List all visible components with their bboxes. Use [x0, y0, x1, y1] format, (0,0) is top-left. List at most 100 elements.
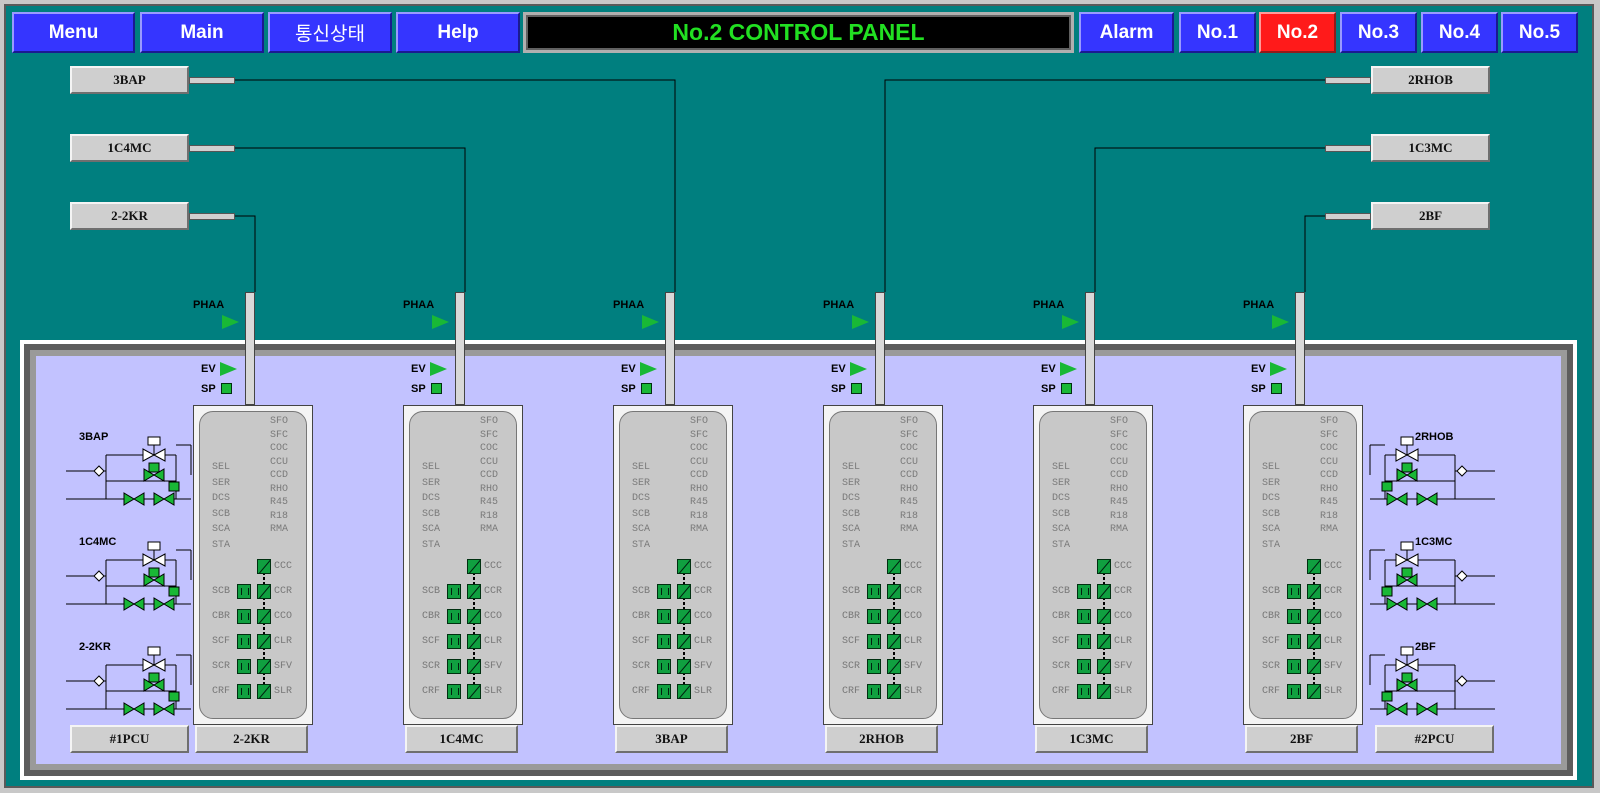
- stub: [189, 213, 235, 220]
- code-label: CCR: [1324, 586, 1343, 597]
- contact-indicator: [447, 684, 461, 699]
- code-label: SCB: [632, 586, 651, 597]
- sp-indicator-icon: [431, 383, 442, 394]
- unit-label-2bf[interactable]: 2BF: [1245, 725, 1358, 753]
- contact-indicator: [1287, 659, 1301, 674]
- help-button[interactable]: Help: [396, 12, 520, 53]
- unit-label-1c3mc[interactable]: 1C3MC: [1035, 725, 1148, 753]
- source-label-2bf[interactable]: 2BF: [1371, 202, 1490, 230]
- code-label: CCD: [1320, 470, 1339, 481]
- code-label: CCR: [904, 586, 923, 597]
- alarm-button[interactable]: Alarm: [1079, 12, 1174, 53]
- contact-indicator: [1287, 584, 1301, 599]
- code-label: R45: [480, 497, 499, 508]
- code-label: SCR: [1052, 661, 1071, 672]
- code-label: CCD: [480, 470, 499, 481]
- code-label: STA: [422, 540, 441, 551]
- menu-button[interactable]: Menu: [12, 12, 135, 53]
- code-label: SFC: [1320, 429, 1339, 441]
- source-label-1c3mc[interactable]: 1C3MC: [1371, 134, 1490, 162]
- code-label: SCF: [1052, 636, 1071, 647]
- code-label: CLR: [694, 636, 713, 647]
- source-label-1c4mc[interactable]: 1C4MC: [70, 134, 189, 162]
- code-label: SCB: [422, 586, 441, 597]
- contact-indicator: [1287, 609, 1301, 624]
- unit-label-3bap[interactable]: 3BAP: [615, 725, 728, 753]
- pcu-label-left[interactable]: #1PCU: [70, 725, 189, 753]
- code-label: SEL: [842, 462, 861, 473]
- contact-indicator: [1077, 659, 1091, 674]
- code-label: COC: [270, 443, 289, 454]
- code-label: SCR: [842, 661, 861, 672]
- contact-indicator: [237, 659, 251, 674]
- code-label: SER: [422, 477, 441, 489]
- source-label-2-2kr[interactable]: 2-2KR: [70, 202, 189, 230]
- ev-label: EV: [1251, 363, 1266, 375]
- stub: [1325, 213, 1371, 220]
- code-label: CCO: [904, 611, 923, 622]
- source-label-2rhob[interactable]: 2RHOB: [1371, 66, 1490, 94]
- title-display: No.2 CONTROL PANEL: [523, 12, 1074, 53]
- solenoid-indicator: [1097, 634, 1111, 649]
- code-label: CRF: [1052, 686, 1071, 697]
- solenoid-indicator: [1097, 609, 1111, 624]
- contact-indicator: [237, 609, 251, 624]
- phaa-flag-icon: [222, 315, 239, 329]
- main-button[interactable]: Main: [140, 12, 264, 53]
- unit-label-1c4mc[interactable]: 1C4MC: [405, 725, 518, 753]
- code-label: SCF: [842, 636, 861, 647]
- code-label: RMA: [270, 524, 289, 535]
- contact-indicator: [867, 609, 881, 624]
- dashed-line: [893, 567, 895, 692]
- code-label: SLR: [694, 686, 713, 697]
- unit-body: [1249, 411, 1357, 719]
- panel-tab-no1[interactable]: No.1: [1179, 12, 1256, 53]
- code-label: SEL: [1052, 462, 1071, 473]
- comm-status-button[interactable]: 통신상태: [268, 12, 392, 53]
- code-label: CCU: [1110, 456, 1129, 468]
- code-label: CLR: [904, 636, 923, 647]
- code-label: CCU: [480, 456, 499, 468]
- panel-tab-no3[interactable]: No.3: [1340, 12, 1417, 53]
- ev-flag-icon: [1060, 362, 1077, 376]
- solenoid-indicator: [887, 659, 901, 674]
- phaa-flag-icon: [642, 315, 659, 329]
- code-label: CCO: [484, 611, 503, 622]
- code-label: STA: [1262, 540, 1281, 551]
- solenoid-indicator: [467, 584, 481, 599]
- code-label: SER: [1262, 477, 1281, 489]
- phaa-label: PHAA: [823, 299, 855, 311]
- code-label: CCO: [1114, 611, 1133, 622]
- code-label: CCC: [1324, 561, 1343, 572]
- pcu-label-right[interactable]: #2PCU: [1375, 725, 1494, 753]
- code-label: SFV: [694, 661, 713, 672]
- sp-label: SP: [411, 383, 426, 395]
- source-label-3bap[interactable]: 3BAP: [70, 66, 189, 94]
- valve-group-label: 1C4MC: [79, 536, 117, 548]
- dashed-line: [1313, 567, 1315, 692]
- panel-tab-no2[interactable]: No.2: [1259, 12, 1336, 53]
- code-label: SLR: [274, 686, 293, 697]
- code-label: CCC: [1114, 561, 1133, 572]
- code-label: CCR: [274, 586, 293, 597]
- code-label: CRF: [422, 686, 441, 697]
- contact-indicator: [447, 609, 461, 624]
- vertical-pipe: [245, 292, 255, 405]
- contact-indicator: [867, 684, 881, 699]
- unit-label-2-2kr[interactable]: 2-2KR: [195, 725, 308, 753]
- panel-tab-no5[interactable]: No.5: [1501, 12, 1578, 53]
- unit-body: [829, 411, 937, 719]
- sp-indicator-icon: [1061, 383, 1072, 394]
- panel-tab-no4[interactable]: No.4: [1421, 12, 1498, 53]
- unit-label-2rhob[interactable]: 2RHOB: [825, 725, 938, 753]
- valve-group-label: 3BAP: [79, 431, 109, 443]
- code-label: CCU: [270, 456, 289, 468]
- solenoid-indicator: [1307, 609, 1321, 624]
